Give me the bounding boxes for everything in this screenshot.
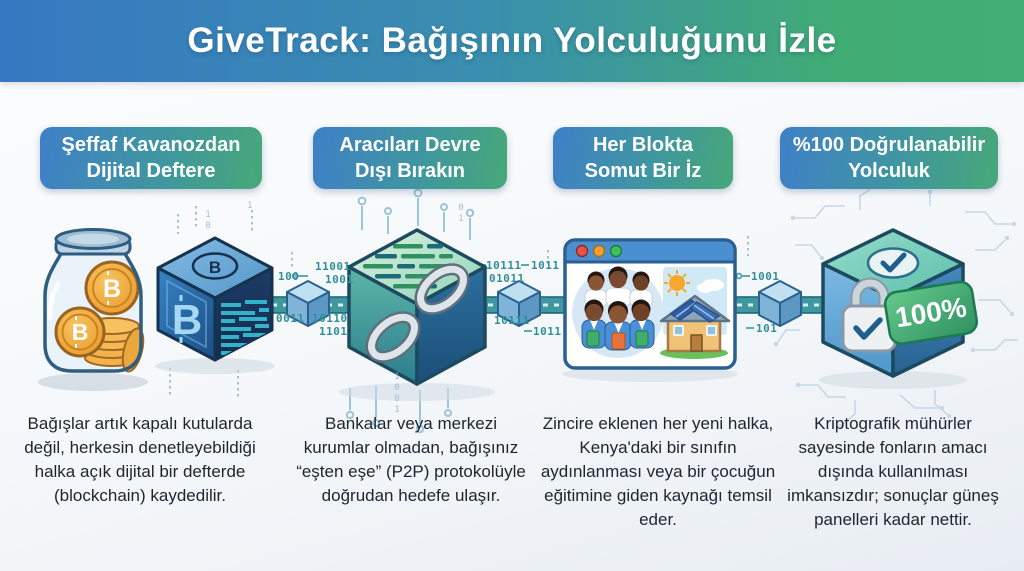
traffic-light-green-icon [609, 244, 623, 258]
svg-text:B: B [172, 296, 202, 343]
binary-label: 1101 [319, 325, 348, 338]
svg-text:B: B [209, 258, 221, 277]
padlock-icon [841, 277, 897, 353]
check-circle-icon [866, 247, 920, 279]
binary-label: 1001 [325, 273, 354, 286]
browser-window-icon [562, 238, 738, 382]
step-3-header-line2: Somut Bir İz [584, 160, 702, 182]
connector-cube [286, 280, 802, 327]
title-banner: GiveTrack: Bağışının Yolculuğunu İzle [0, 0, 1024, 82]
step-2-header-line1: Aracıları Devre [339, 134, 481, 156]
students-group [572, 266, 664, 358]
binary-label: 10111 [486, 259, 522, 272]
chain-link-icon [414, 263, 470, 315]
step-2-header: Aracıları Devre Dışı Bırakın [313, 127, 507, 189]
step-1-header: Şeffaf Kavanozdan Dijital Deftere [40, 127, 262, 189]
step-1-header-line1: Şeffaf Kavanozdan [61, 134, 241, 156]
faint-binary: 1 [247, 201, 253, 211]
solar-panel-icon [669, 299, 721, 323]
step-2-header-line2: Dışı Bırakın [354, 160, 466, 182]
step-3-header: Her Blokta Somut Bir İz [553, 127, 733, 189]
traffic-light-red-icon [575, 244, 589, 258]
step-3-header-line1: Her Blokta [592, 134, 694, 156]
solar-house-scene [659, 267, 731, 359]
step-4-header-line2: Yolculuk [848, 160, 930, 182]
donation-jar-icon: B B [38, 228, 148, 391]
bitcoin-block-icon: B B [155, 236, 275, 374]
step-2-description: Bankalar veya merkezi kurumlar olmadan, … [296, 414, 526, 505]
pin-traces [169, 188, 749, 434]
bitcoin-coin-icon: B [54, 306, 106, 358]
sun-icon [664, 270, 690, 296]
binary-label: 11001 [315, 260, 351, 273]
bitcoin-coin-icon: B [84, 260, 140, 316]
faint-binary: 1001 [392, 372, 402, 416]
faint-binary: 10 [203, 210, 213, 232]
svg-text:B: B [103, 275, 121, 303]
window [673, 325, 684, 336]
circuit-pattern [773, 183, 1018, 429]
traffic-light-yellow-icon [592, 244, 606, 258]
step-3-description: Zincire eklenen her yeni halka, Kenya'da… [540, 414, 776, 529]
door [690, 334, 703, 352]
binary-label: 10110 [312, 312, 348, 325]
step-4-header-line1: %100 Doğrulanabilir [792, 134, 986, 156]
step-1-header-line2: Dijital Deftere [86, 160, 216, 182]
step-4-description: Kriptografik mühürler sayesinde fonların… [787, 414, 999, 529]
percent-badge: 100% [883, 280, 979, 345]
cloud-icon [697, 279, 724, 293]
binary-label: 10111 [494, 314, 530, 327]
page-title: GiveTrack: Bağışının Yolculuğunu İzle [187, 21, 837, 60]
binary-label: 1011 [531, 259, 560, 272]
svg-text:B: B [72, 319, 89, 345]
binary-label: 1011 [533, 325, 562, 338]
sealed-cube-icon: 100% [819, 228, 979, 389]
chain-link-icon [365, 311, 421, 363]
faint-binary: 01 [456, 203, 466, 225]
window [706, 325, 717, 336]
binary-label: 1001 [751, 270, 780, 283]
binary-label: 01011 [489, 272, 525, 285]
blockchain-cube-icon [339, 228, 495, 401]
step-4-header: %100 Doğrulanabilir Yolculuk [780, 127, 998, 189]
binary-label: 101 [756, 322, 778, 335]
step-1-description: Bağışlar artık kapalı kutularda değil, h… [24, 414, 256, 505]
binary-label: 100 [278, 270, 300, 283]
binary-label: 0011 [276, 312, 305, 325]
